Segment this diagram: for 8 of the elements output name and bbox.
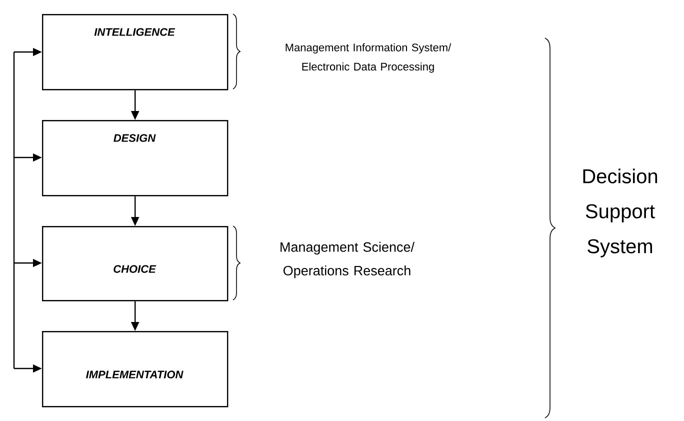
stage-box: DESIGN bbox=[42, 120, 228, 196]
stage-box: INTELLIGENCE bbox=[42, 14, 228, 90]
stage-box: IMPLEMENTATION bbox=[42, 331, 228, 408]
annotation-text: Management Science/ Operations Research bbox=[280, 242, 415, 278]
annotation-text: Decision Support System bbox=[583, 168, 658, 258]
stage-box: CHOICE bbox=[42, 226, 228, 302]
connector-line bbox=[13, 52, 15, 368]
annotation-text: Management Information System/ Electronic Data Processing bbox=[286, 43, 452, 73]
